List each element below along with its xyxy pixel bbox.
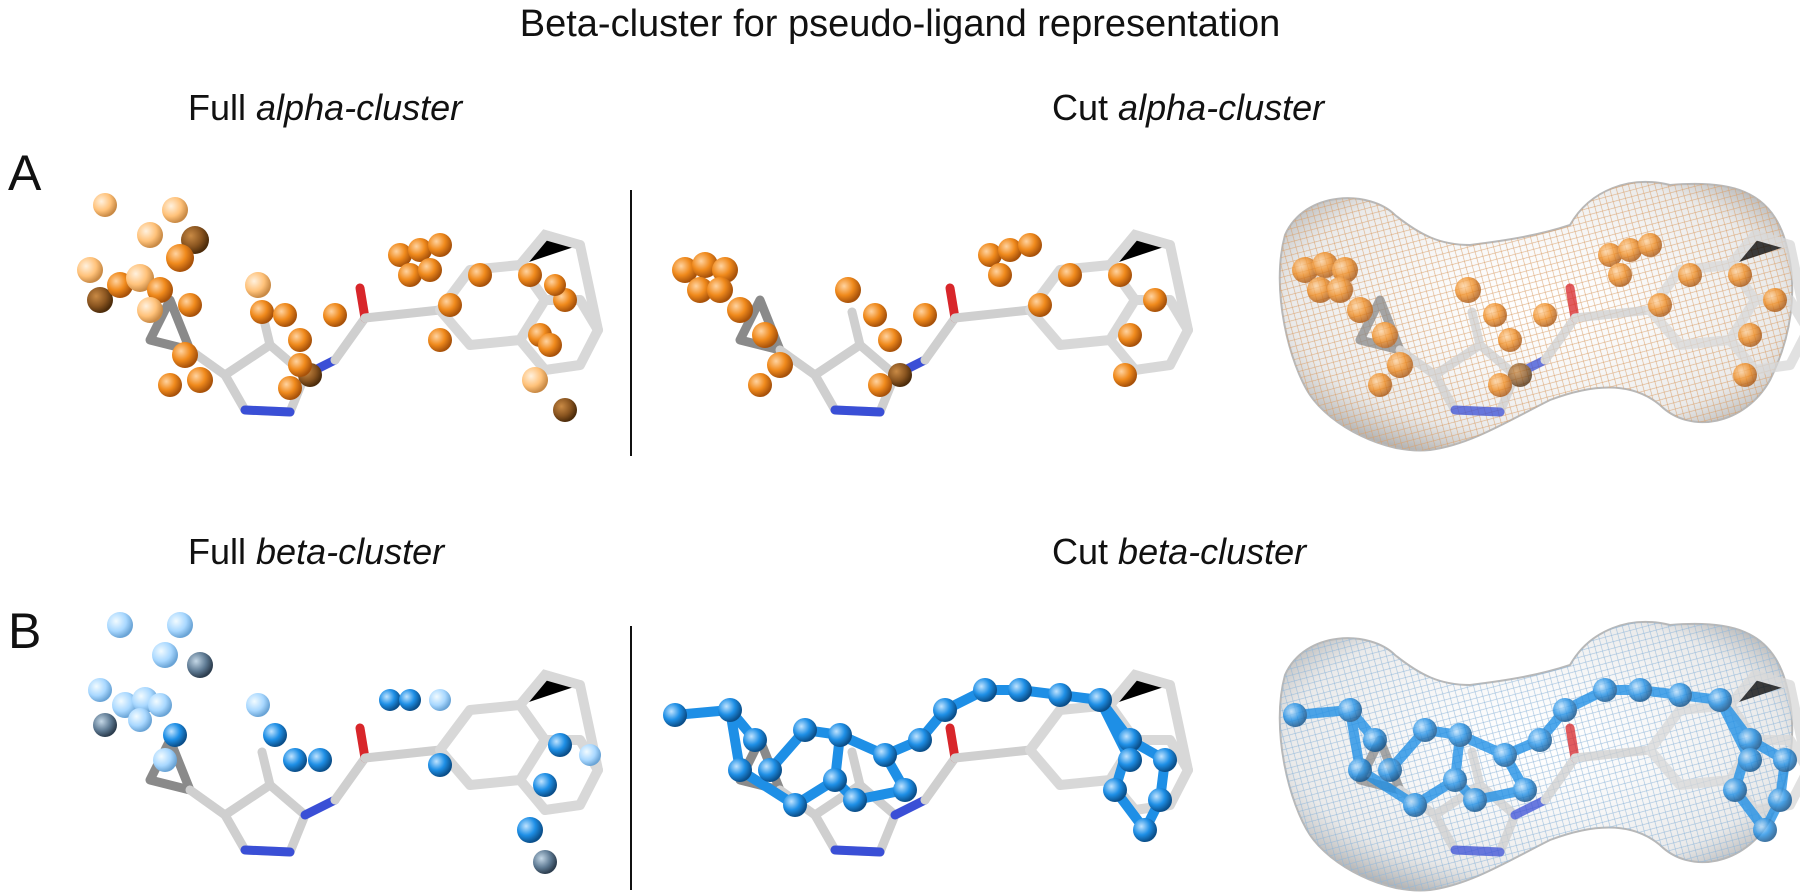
panel-a-cut-surface-view [1278,181,1800,452]
figure-title: Beta-cluster for pseudo-ligand represent… [519,3,1281,45]
panel-a-letter: A [8,145,42,201]
panel-a-left-label-prefix: Full [188,87,247,128]
panel-a-cut-view [672,233,1188,412]
panel-a-right-label-prefix: Cut [1052,87,1109,128]
panel-a-divider [630,190,632,456]
panel-a-left-label-emph: alpha-cluster [256,87,463,128]
panel-b-right-label-prefix: Cut [1052,531,1109,572]
panel-b-letter: B [8,603,42,659]
panel-b-cut-view [663,675,1188,852]
panel-b-left-label-prefix: Full [188,531,247,572]
panel-b-right-label-emph: beta-cluster [1118,531,1307,572]
panel-b-divider [630,626,632,890]
panel-b-cut-surface-view [1280,621,1800,892]
panel-b-left-label: Full beta-cluster [188,530,444,574]
panel-a-full-view [77,193,598,422]
panel-a-right-label-emph: alpha-cluster [1118,87,1325,128]
panel-b-left-label-emph: beta-cluster [256,531,445,572]
panel-b-right-label: Cut beta-cluster [1052,530,1306,574]
panel-a-right-label: Cut alpha-cluster [1052,86,1324,130]
panel-a-left-label: Full alpha-cluster [188,86,462,130]
